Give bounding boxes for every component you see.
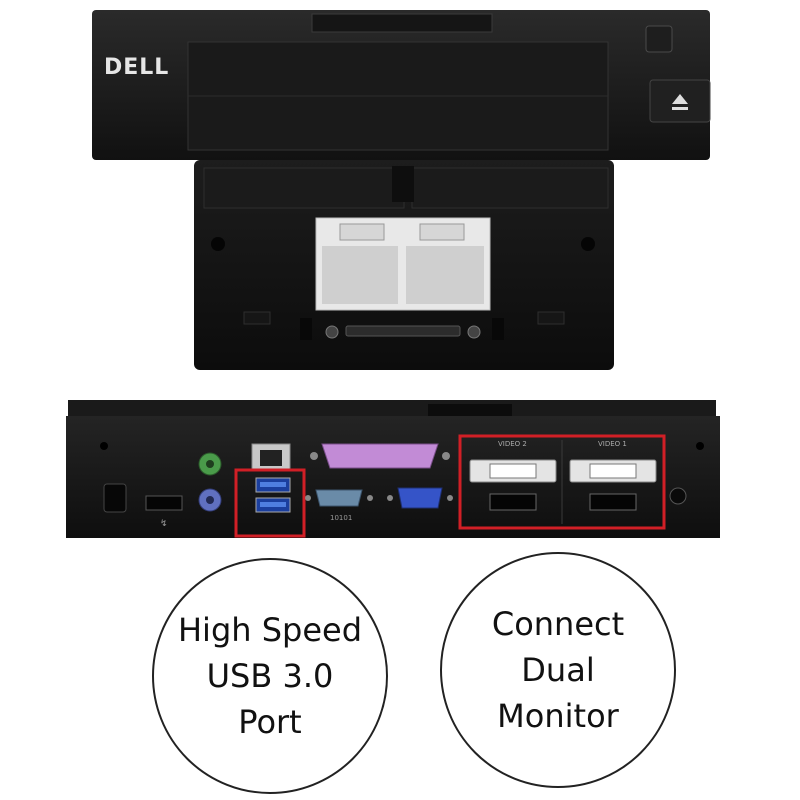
video-highlight-box bbox=[458, 434, 666, 530]
dell-logo: DELL bbox=[104, 55, 169, 80]
eject-icon bbox=[672, 94, 688, 104]
vga-port bbox=[397, 487, 443, 509]
dock-top-slot bbox=[311, 13, 493, 33]
callout-monitor-line-1: Connect bbox=[491, 605, 625, 643]
dock-top-view: DELL bbox=[92, 10, 711, 370]
dc-in-port bbox=[669, 487, 687, 505]
displayport-1 bbox=[589, 493, 637, 511]
callout-monitor: Connect Dual Monitor bbox=[440, 552, 676, 788]
callout-monitor-line-2: Dual bbox=[521, 651, 595, 689]
serial-label: 10101 bbox=[330, 514, 352, 522]
screw-right bbox=[581, 237, 595, 251]
screw-left bbox=[211, 237, 225, 251]
callout-usb-line-3: Port bbox=[238, 703, 302, 741]
callout-usb-line-1: High Speed bbox=[177, 611, 363, 649]
docking-connector bbox=[345, 325, 461, 337]
serial-db-port bbox=[103, 483, 127, 513]
usb-power-label: ↯ bbox=[160, 519, 168, 529]
callout-usb: High Speed USB 3.0 Port bbox=[152, 558, 388, 794]
serial-port bbox=[315, 489, 363, 507]
video-1-label: VIDEO 1 bbox=[598, 440, 627, 448]
video-2-label: VIDEO 2 bbox=[498, 440, 527, 448]
displayport-left bbox=[145, 495, 183, 511]
dock-rear-top bbox=[68, 400, 716, 418]
callout-usb-line-2: USB 3.0 bbox=[206, 657, 334, 695]
parallel-port bbox=[321, 443, 439, 469]
docking-station-photo: DELL ↯ bbox=[66, 10, 720, 538]
power-button[interactable] bbox=[645, 25, 673, 53]
callout-usb-text: High Speed USB 3.0 Port bbox=[178, 607, 362, 745]
callout-monitor-text: Connect Dual Monitor bbox=[492, 601, 624, 739]
displayport-2 bbox=[489, 493, 537, 511]
callout-monitor-line-3: Monitor bbox=[497, 697, 619, 735]
dock-rear-view: ↯ 10101 VIDEO 2 VIDEO 1 bbox=[66, 400, 720, 538]
usb-highlight-box bbox=[234, 468, 306, 538]
